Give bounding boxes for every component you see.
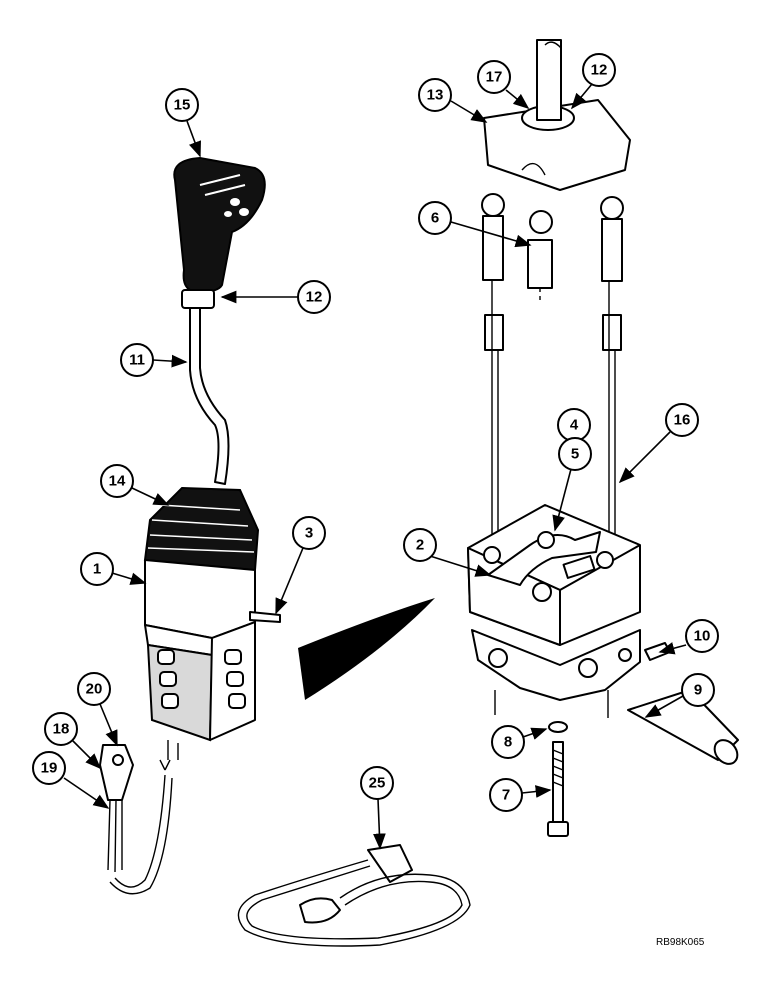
callout-label-18: 18: [53, 721, 70, 738]
callout-label-19: 19: [41, 760, 58, 777]
valve-spool: [627, 689, 739, 765]
harness-cable: [109, 759, 173, 895]
long-bolt: [547, 741, 569, 837]
callout-label-7: 7: [502, 787, 510, 804]
callout-label-16: 16: [674, 412, 691, 429]
connector-plug: [99, 744, 134, 873]
callout-label-8: 8: [504, 734, 512, 751]
callout-7: [489, 778, 523, 812]
callout-12-knob: [297, 280, 331, 314]
callout-label-10: 10: [694, 628, 711, 645]
callout-13: [418, 78, 452, 112]
callout-label-2: 2: [416, 537, 424, 554]
callout-label-17: 17: [486, 69, 503, 86]
callout-2: [403, 528, 437, 562]
callout-8: [491, 725, 525, 759]
callout-5: [558, 437, 592, 471]
callout-25: [360, 766, 394, 800]
arrow-pointer: [298, 598, 435, 700]
callout-label-4: 4: [570, 417, 579, 434]
callout-17: [477, 60, 511, 94]
callout-20: [77, 672, 111, 706]
control-rod-right: [600, 196, 624, 550]
callout-label-1: 1: [93, 561, 101, 578]
callout-label-3: 3: [305, 525, 313, 542]
callout-10: [685, 619, 719, 653]
callout-9: [681, 673, 715, 707]
rubber-boot: [143, 486, 260, 572]
callout-label-12-cover: 12: [591, 62, 608, 79]
figure-reference-code: RB98K065: [656, 937, 705, 948]
callout-label-15: 15: [174, 97, 191, 114]
callout-3: [292, 516, 326, 550]
control-rod-left: [481, 193, 505, 550]
callout-18: [44, 712, 78, 746]
callout-6: [418, 201, 452, 235]
sensor-cable: [237, 844, 471, 947]
callout-19: [32, 751, 66, 785]
joystick-lever: [189, 307, 230, 485]
callout-1: [80, 552, 114, 586]
set-screw: [644, 642, 671, 661]
callout-12-cover: [582, 53, 616, 87]
callout-label-12-knob: 12: [306, 289, 323, 306]
control-rod-center: [527, 210, 553, 300]
joystick-knob: [173, 156, 266, 294]
callout-label-20: 20: [86, 681, 103, 698]
callout-label-5: 5: [571, 446, 579, 463]
callout-label-25: 25: [369, 775, 386, 792]
callout-16: [665, 403, 699, 437]
joystick-housing: [144, 559, 256, 760]
valve-cover: [483, 39, 631, 191]
callout-14: [100, 464, 134, 498]
callout-label-6: 6: [431, 210, 439, 227]
knob-nut: [181, 289, 215, 309]
callout-label-9: 9: [694, 682, 702, 699]
washer: [548, 721, 568, 733]
callout-label-11: 11: [129, 352, 145, 369]
callout-15: [165, 88, 199, 122]
callout-label-13: 13: [427, 87, 444, 104]
housing-pin: [249, 611, 281, 623]
callout-label-14: 14: [109, 473, 126, 490]
callout-11: [120, 343, 154, 377]
spring-bracket: [487, 531, 601, 586]
